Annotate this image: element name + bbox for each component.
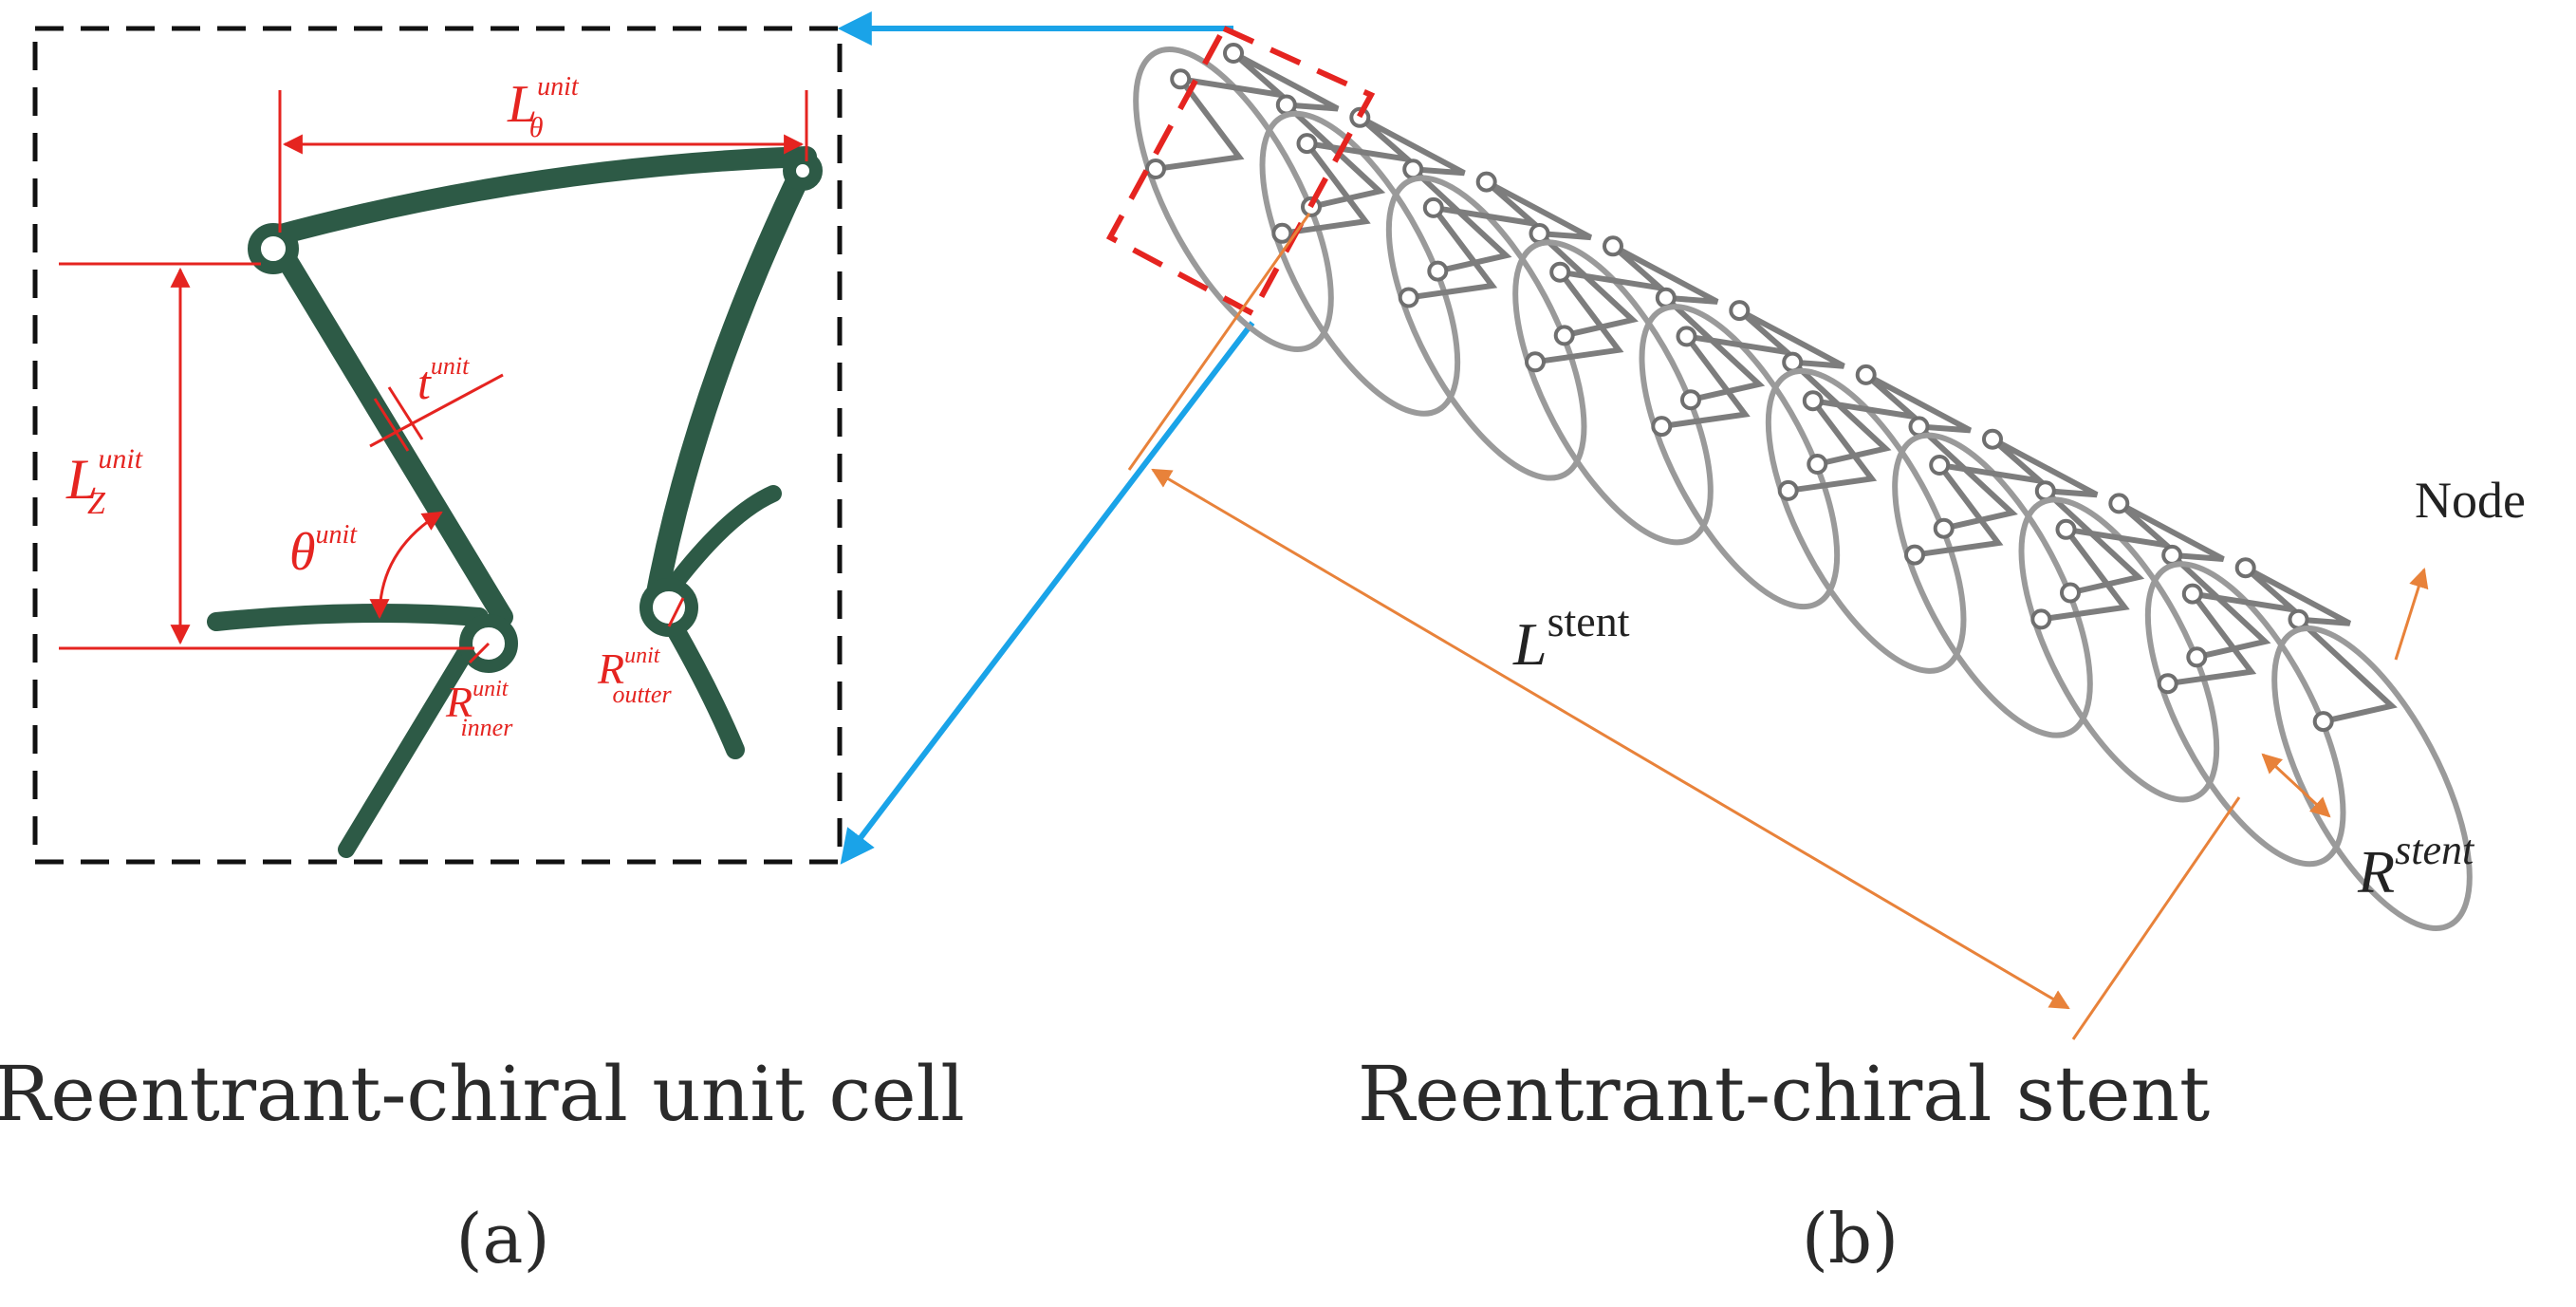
left-diagonal-strut bbox=[274, 246, 513, 627]
stent-node bbox=[1296, 133, 1318, 155]
unit-cell-nodes bbox=[248, 151, 823, 673]
stent-node bbox=[2034, 480, 2056, 502]
stent-ring bbox=[1639, 304, 1841, 610]
stent-node bbox=[2157, 673, 2178, 695]
l-stent-ext-right bbox=[2071, 796, 2241, 1040]
stent-ring bbox=[2018, 496, 2220, 803]
stent-node bbox=[2060, 582, 2081, 604]
caption-b: Reentrant-chiral stent bbox=[1358, 1050, 2210, 1138]
stent-node bbox=[1275, 94, 1297, 116]
label-r-stent: Rstent bbox=[2357, 827, 2475, 906]
stent-node bbox=[1777, 479, 1799, 501]
node-pointer bbox=[2394, 567, 2429, 661]
stent-node bbox=[1929, 455, 1951, 476]
stent-node bbox=[1676, 326, 1697, 347]
stent-ring bbox=[1385, 175, 1587, 481]
stent-ring bbox=[2144, 561, 2346, 868]
stent-node bbox=[2030, 608, 2052, 630]
t-indicator bbox=[369, 373, 504, 448]
label-node: Node bbox=[2415, 472, 2526, 529]
node-top-left bbox=[248, 223, 299, 274]
stent-ring bbox=[1512, 239, 1714, 546]
stent-node bbox=[2108, 493, 2130, 514]
stent-node bbox=[1655, 287, 1677, 308]
stent-node bbox=[2288, 608, 2309, 630]
right-lower-leg bbox=[664, 617, 745, 759]
stent-node bbox=[1475, 171, 1497, 193]
stent-node bbox=[1427, 260, 1449, 282]
t-tick-1 bbox=[373, 398, 410, 452]
stent-node bbox=[1855, 364, 1877, 385]
stent-node bbox=[2312, 711, 2334, 733]
top-curved-strut bbox=[260, 146, 817, 248]
node-bottom-right bbox=[639, 578, 698, 637]
unit-cell-dimensions bbox=[59, 90, 808, 664]
stent-node bbox=[1529, 223, 1550, 244]
stent-node bbox=[1904, 544, 1925, 566]
l-stent-dim-line bbox=[1151, 468, 2070, 1010]
theta-arc bbox=[369, 511, 443, 620]
stent-node bbox=[1982, 428, 2003, 450]
stent-node bbox=[1170, 68, 1192, 90]
stent-node bbox=[1422, 196, 1444, 218]
stent-node bbox=[1933, 517, 1955, 539]
unit-cell-struts bbox=[207, 146, 817, 858]
stent-node bbox=[1807, 454, 1828, 475]
right-long-strut bbox=[643, 159, 813, 619]
stent-ring bbox=[1765, 367, 1967, 674]
stent-node bbox=[1402, 159, 1424, 180]
panel-b: Node Lstent Rstent Reentrant-chiral sten… bbox=[1105, 25, 2526, 1279]
stent-dimensions bbox=[1127, 213, 2429, 1040]
stent-body bbox=[1133, 43, 2473, 931]
stent-node bbox=[1651, 416, 1673, 438]
stent-node bbox=[1525, 351, 1546, 373]
connector-bottom-arrow bbox=[840, 321, 1255, 865]
r-inner-indicator bbox=[468, 642, 491, 664]
stent-node bbox=[1908, 416, 1930, 438]
stent-node bbox=[1680, 389, 1701, 411]
stent-ring bbox=[1133, 47, 1334, 352]
connector-arrows bbox=[837, 11, 1255, 865]
stent-node bbox=[1223, 43, 1244, 64]
node-top-right bbox=[783, 151, 823, 191]
stent-node bbox=[1603, 235, 1623, 257]
lower-left-leg bbox=[338, 637, 478, 858]
stent-ring bbox=[1259, 110, 1461, 417]
unit-cell-highlight bbox=[1105, 25, 1376, 318]
stent-node bbox=[1553, 325, 1575, 346]
stent-ring bbox=[1892, 432, 2093, 738]
tag-a: (a) bbox=[455, 1199, 549, 1279]
tag-b: (b) bbox=[1802, 1199, 1899, 1279]
r-stent-dim-line bbox=[2261, 753, 2331, 818]
caption-a: Reentrant-chiral unit cell bbox=[0, 1050, 965, 1138]
label-t: tunit bbox=[417, 352, 470, 409]
bottom-left-strut bbox=[207, 604, 489, 631]
stent-node bbox=[2186, 646, 2208, 668]
l-stent-ext-left bbox=[1127, 213, 1311, 471]
t-tick-2 bbox=[387, 386, 424, 440]
stent-node bbox=[2161, 544, 2183, 566]
stent-node bbox=[1729, 300, 1751, 322]
stent-node bbox=[1549, 261, 1571, 283]
stent-node bbox=[1271, 222, 1293, 244]
stent-node bbox=[1145, 159, 1166, 179]
stent-node bbox=[1782, 351, 1804, 373]
stent-node bbox=[1802, 390, 1824, 412]
right-short-arm bbox=[670, 485, 782, 588]
stent-node bbox=[1398, 287, 1419, 308]
label-l-stent: Lstent bbox=[1512, 597, 1630, 678]
r-outter-indicator bbox=[667, 597, 685, 627]
label-theta: θunit bbox=[289, 520, 358, 582]
stent-node bbox=[2055, 518, 2077, 540]
stent-node bbox=[2234, 557, 2256, 579]
stent-node bbox=[2181, 583, 2203, 605]
